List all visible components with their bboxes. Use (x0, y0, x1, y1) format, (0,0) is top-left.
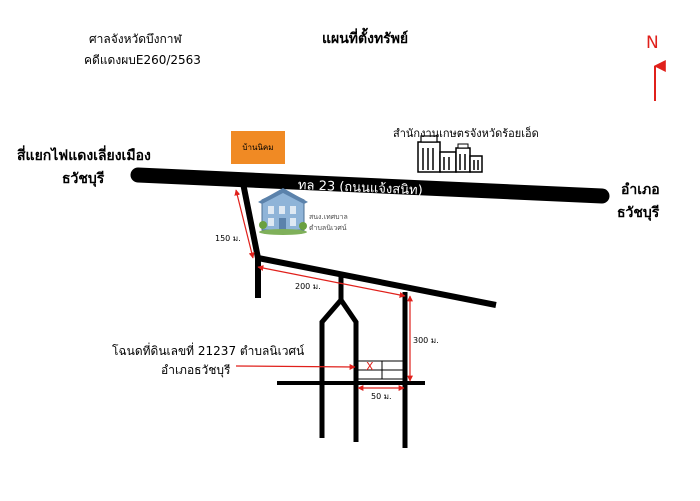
branch-road (240, 182, 261, 298)
distance-150-label: 150 ม. (215, 234, 241, 243)
east-end-label-line2: ธวัชบุรี (617, 205, 660, 221)
west-end-label-line2: ธวัชบุรี (62, 171, 105, 187)
dim-200 (257, 265, 406, 298)
landmark-ban-nikhom: บ้านนิคม (231, 131, 285, 164)
east-end-label-line1: อำเภอ (621, 182, 660, 198)
property-pointer-arrow (235, 363, 356, 370)
municipality-label-line1: สนง.เทศบาล (309, 213, 348, 221)
court-name: ศาลจังหวัดบึงกาฬ (89, 32, 182, 46)
property-label-line2: อำเภอธวัชบุรี (161, 363, 231, 377)
office-building-icon (417, 135, 483, 173)
main-highway (130, 167, 610, 204)
distance-50-label: 50 ม. (371, 392, 392, 401)
distance-300-label: 300 ม. (413, 336, 439, 345)
property-marker: X (366, 360, 374, 373)
case-number: คดีแดงผบE260/2563 (84, 53, 201, 67)
map-title: แผนที่ตั้งทรัพย์ (322, 31, 409, 47)
north-label: N (646, 33, 659, 53)
municipality-building-icon (258, 188, 308, 235)
pointed-road (319, 295, 359, 442)
west-end-label-line1: สี่แยกไฟแดงเลี่ยงเมือง (17, 148, 151, 164)
distance-200-label: 200 ม. (295, 282, 321, 291)
dim-150 (234, 189, 255, 259)
property-label-line1: โฉนดที่ดินเลขที่ 21237 ตำบลนิเวศน์ (112, 344, 305, 358)
east-road (257, 255, 497, 308)
office-label: สำนักงานเกษตรจังหวัดร้อยเอ็ด (393, 127, 539, 140)
municipality-label-line2: ตำบลนิเวศน์ (309, 224, 347, 232)
landmark-ban-nikhom-label: บ้านนิคม (242, 143, 274, 152)
